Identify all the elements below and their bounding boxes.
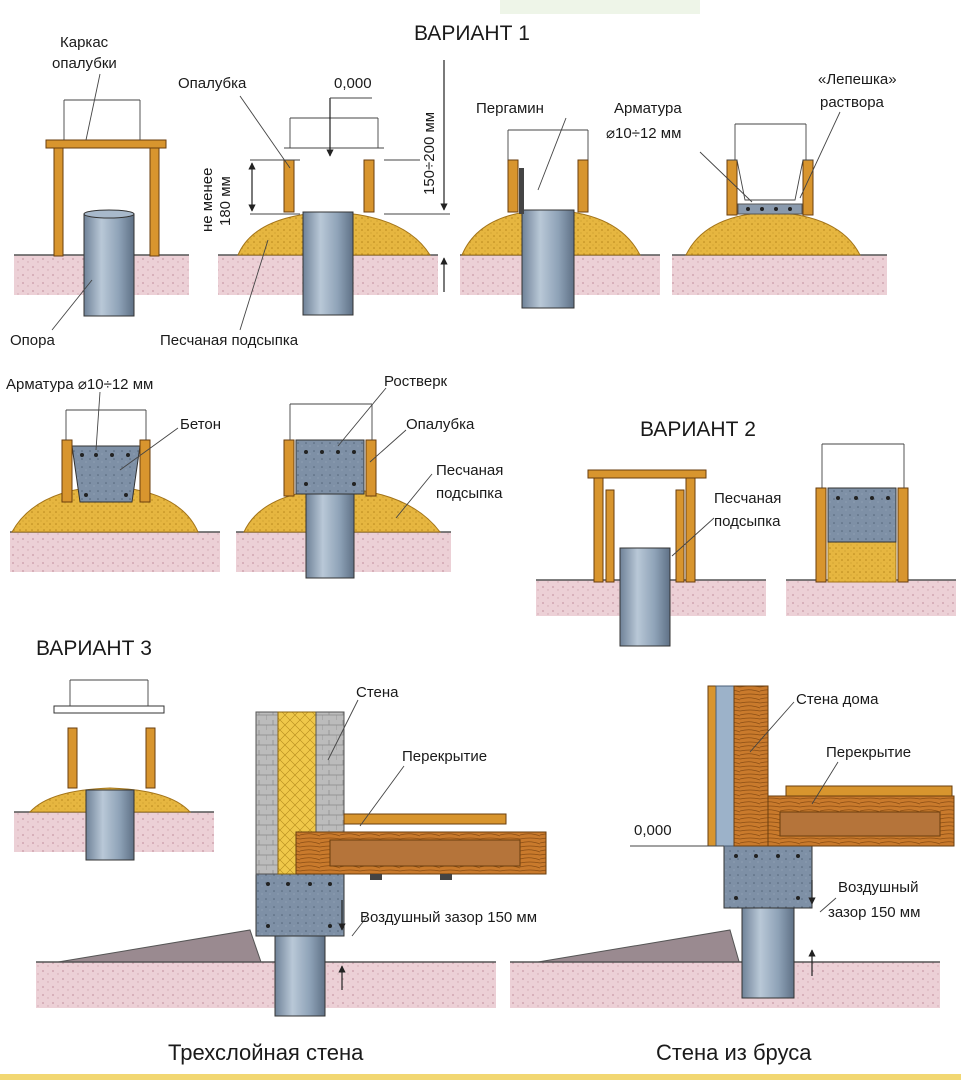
header-variant-2: ВАРИАНТ 2: [640, 418, 756, 441]
label-floor-left: Перекрытие: [402, 748, 487, 765]
label-mortar-2: раствора: [820, 94, 885, 111]
fig6-grillage: [243, 387, 442, 579]
label-sand-v2-2: подсыпка: [714, 513, 781, 530]
label-sand-fill: Песчаная подсыпка: [160, 332, 299, 349]
fig2-formwork-sand: [237, 60, 450, 316]
fig10-three-layer-wall: [36, 699, 547, 1017]
label-air-gap-right-2: зазор 150 мм: [828, 904, 920, 921]
ground-row1: [14, 254, 887, 295]
caption-timber-wall: Стена из бруса: [656, 1040, 812, 1065]
fig9-variant3-small: [14, 679, 214, 861]
header-variant-3: ВАРИАНТ 3: [36, 637, 152, 660]
label-formwork: Опалубка: [178, 75, 247, 92]
fig11-timber-wall: [510, 685, 955, 1008]
label-formwork-frame-1: Каркас: [60, 34, 109, 51]
fig7-variant2-frame: [587, 469, 715, 647]
label-sand-row2-1: Песчаная: [436, 462, 503, 479]
label-house-wall: Стена дома: [796, 691, 879, 708]
caption-three-layer-wall: Трехслойная стена: [168, 1040, 364, 1065]
label-level-zero: 0,000: [334, 75, 372, 92]
label-sand-v2-1: Песчаная: [714, 490, 781, 507]
label-height-range: 150÷200 мм: [421, 112, 438, 195]
label-rebar-row2: Арматура ⌀10÷12 мм: [6, 376, 153, 393]
label-wall: Стена: [356, 684, 399, 701]
top-strip: [500, 0, 700, 14]
label-floor-right: Перекрытие: [826, 744, 911, 761]
label-mortar-1: «Лепешка»: [818, 71, 897, 88]
label-pergamin: Пергамин: [476, 100, 544, 117]
label-min-2: 180 мм: [217, 176, 234, 226]
ground-row2: [10, 531, 956, 616]
header-variant-1: ВАРИАНТ 1: [414, 22, 530, 45]
label-sand-row2-2: подсыпка: [436, 485, 503, 502]
fig5-concrete: [11, 391, 199, 533]
label-min-1: не менее: [199, 168, 216, 232]
bottom-strip: [0, 1074, 961, 1080]
fig8-variant2-result: [815, 443, 909, 583]
label-rebar-1: Арматура: [614, 100, 682, 117]
fig1-frame-pile: [45, 99, 167, 317]
label-air-gap-right-1: Воздушный: [838, 879, 918, 896]
label-level-zero-right: 0,000: [634, 822, 672, 839]
fig3-pergamin: [461, 117, 641, 309]
label-formwork-row2: Опалубка: [406, 416, 475, 433]
label-air-gap-left: Воздушный зазор 150 мм: [360, 909, 537, 926]
label-grillage: Ростверк: [384, 373, 448, 390]
label-rebar-2: ⌀10÷12 мм: [606, 125, 681, 142]
fig4-rebar-mortar: [685, 111, 861, 256]
label-concrete: Бетон: [180, 416, 221, 433]
label-formwork-frame-2: опалубки: [52, 55, 117, 72]
label-support: Опора: [10, 332, 55, 349]
